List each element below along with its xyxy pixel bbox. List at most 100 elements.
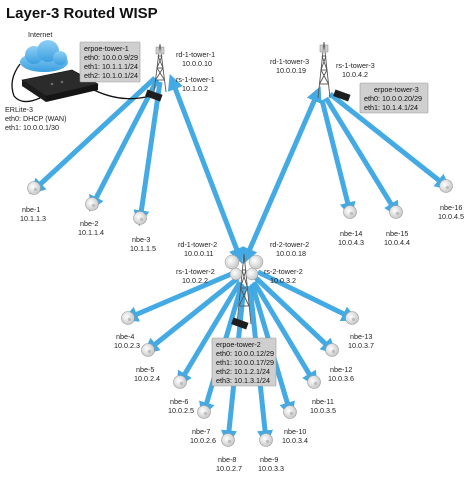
client-ip: 10.0.3.7 xyxy=(348,341,374,350)
svg-text:eth3: 10.1.3.1/24: eth3: 10.1.3.1/24 xyxy=(216,376,270,385)
svg-text:rs-2-tower-2: rs-2-tower-2 xyxy=(264,267,303,276)
client-nbe-3: nbe-310.1.1.5 xyxy=(130,211,156,253)
client-ip: 10.0.3.6 xyxy=(328,374,354,383)
client-name: nbe-1 xyxy=(22,205,40,214)
client-ip: 10.0.2.7 xyxy=(216,464,242,473)
internet-cloud-icon xyxy=(20,40,68,72)
dish-feed-icon xyxy=(91,203,96,208)
svg-text:eth2: 10.1.2.1/24: eth2: 10.1.2.1/24 xyxy=(216,367,270,376)
dish-antenna-icon xyxy=(345,311,359,325)
svg-text:eth0: 10.0.0.20/29: eth0: 10.0.0.20/29 xyxy=(364,94,422,103)
dish-antenna-icon xyxy=(389,205,403,219)
dish-feed-icon xyxy=(289,411,294,416)
client-ip: 10.0.4.5 xyxy=(438,212,464,221)
svg-text:eth0: DHCP (WAN): eth0: DHCP (WAN) xyxy=(5,114,67,123)
router-icon xyxy=(21,69,99,102)
svg-text:eth1: 10.1.4.1/24: eth1: 10.1.4.1/24 xyxy=(364,103,418,112)
svg-text:rd-1-tower-1: rd-1-tower-1 xyxy=(176,50,215,59)
client-ip: 10.0.3.3 xyxy=(258,464,284,473)
erpoe-tower-1-device-icon xyxy=(145,89,163,102)
client-name: nbe-15 xyxy=(386,229,408,238)
client-name: nbe-12 xyxy=(330,365,352,374)
dish-feed-icon xyxy=(265,439,270,444)
client-name: nbe-6 xyxy=(170,397,188,406)
dish-antenna-icon xyxy=(307,375,321,389)
dish-antenna-icon xyxy=(283,405,297,419)
client-nbe-5: nbe-510.0.2.4 xyxy=(134,343,160,383)
erpoe-tower-2-box: erpoe-tower-2 eth0: 10.0.0.12/29 eth1: 1… xyxy=(211,337,277,387)
svg-text:rd-1-tower-3: rd-1-tower-3 xyxy=(270,57,309,66)
client-dishes: nbe-110.1.1.3nbe-210.1.1.4nbe-310.1.1.5n… xyxy=(20,179,464,473)
client-ip: 10.0.2.6 xyxy=(190,436,216,445)
erlite-info: ERLite-3 eth0: DHCP (WAN) eth1: 10.0.0.1… xyxy=(5,105,67,132)
dish-feed-icon xyxy=(331,349,336,354)
svg-text:eth1: 10.1.1.1/24: eth1: 10.1.1.1/24 xyxy=(84,62,138,71)
dish-antenna-icon xyxy=(133,211,147,225)
tower-1-icon xyxy=(153,43,167,93)
client-ip: 10.1.1.4 xyxy=(78,228,104,237)
client-name: nbe-2 xyxy=(80,219,98,228)
svg-text:10.0.0.19: 10.0.0.19 xyxy=(276,66,306,75)
dish-antenna-icon xyxy=(343,205,357,219)
dish-antenna-icon xyxy=(439,179,453,193)
tower-3-icon xyxy=(317,41,331,99)
client-ip: 10.0.4.3 xyxy=(338,238,364,247)
dish-feed-icon xyxy=(203,411,208,416)
svg-text:erpoe-tower-2: erpoe-tower-2 xyxy=(216,340,261,349)
dish-feed-icon xyxy=(127,317,132,322)
dish-feed-icon xyxy=(351,317,356,322)
svg-text:eth1: 10.0.0.1/30: eth1: 10.0.0.1/30 xyxy=(5,123,59,132)
svg-text:eth0: 10.0.0.9/29: eth0: 10.0.0.9/29 xyxy=(84,53,138,62)
client-nbe-4: nbe-410.0.2.3 xyxy=(114,311,140,350)
client-ip: 10.0.2.3 xyxy=(114,341,140,350)
svg-text:rd-1-tower-2: rd-1-tower-2 xyxy=(178,240,217,249)
tower-2-radio-labels: rd-1-tower-2 10.0.0.11 rd-2-tower-2 10.0… xyxy=(176,240,309,285)
svg-text:10.0.4.2: 10.0.4.2 xyxy=(342,70,368,79)
svg-text:eth0: 10.0.0.12/29: eth0: 10.0.0.12/29 xyxy=(216,349,274,358)
dish-antenna-icon xyxy=(121,311,135,325)
client-nbe-9: nbe-910.0.3.3 xyxy=(258,433,284,473)
client-name: nbe-7 xyxy=(192,427,210,436)
dish-antenna-icon xyxy=(85,197,99,211)
dish-feed-icon xyxy=(147,349,152,354)
tower-2-icon xyxy=(236,253,252,325)
dish-antenna-icon xyxy=(141,343,155,357)
svg-text:rd-2-tower-2: rd-2-tower-2 xyxy=(270,240,309,249)
erpoe-tower-2-device-icon xyxy=(231,317,249,330)
wan-cable xyxy=(11,63,41,103)
client-name: nbe-11 xyxy=(312,397,334,406)
dish-feed-icon xyxy=(349,211,354,216)
tower-2-sector-dishes xyxy=(224,254,264,281)
svg-text:rs-1-tower-1: rs-1-tower-1 xyxy=(176,75,215,84)
dish-feed-icon xyxy=(395,211,400,216)
client-name: nbe-14 xyxy=(340,229,362,238)
dish-feed-icon xyxy=(313,381,318,386)
dish-antenna-icon xyxy=(325,343,339,357)
client-name: nbe-13 xyxy=(350,332,372,341)
client-name: nbe-9 xyxy=(260,455,278,464)
svg-text:rs-1-tower-3: rs-1-tower-3 xyxy=(336,61,375,70)
client-nbe-6: nbe-610.0.2.5 xyxy=(168,375,194,415)
dish-feed-icon xyxy=(227,439,232,444)
client-ip: 10.0.4.4 xyxy=(384,238,410,247)
client-ip: 10.0.3.5 xyxy=(310,406,336,415)
client-ip: 10.0.2.5 xyxy=(168,406,194,415)
svg-text:10.0.2.2: 10.0.2.2 xyxy=(182,276,208,285)
client-nbe-2: nbe-210.1.1.4 xyxy=(78,197,104,237)
client-ip: 10.1.1.5 xyxy=(130,244,156,253)
client-name: nbe-3 xyxy=(132,235,150,244)
svg-text:10.0.0.18: 10.0.0.18 xyxy=(276,249,306,258)
dish-feed-icon xyxy=(33,187,38,192)
dish-antenna-icon xyxy=(27,181,41,195)
tower-3-radio-labels: rd-1-tower-3 10.0.0.19 rs-1-tower-3 10.0… xyxy=(270,57,375,79)
svg-text:erpoe-tower-1: erpoe-tower-1 xyxy=(84,44,129,53)
tower-1-radio-labels: rd-1-tower-1 10.0.0.10 rs-1-tower-1 10.1… xyxy=(176,50,215,93)
client-ip: 10.0.2.4 xyxy=(134,374,160,383)
erpoe-tower-3-box: erpoe-tower-3 eth0: 10.0.0.20/29 eth1: 1… xyxy=(359,82,429,114)
client-name: nbe-10 xyxy=(284,427,306,436)
client-name: nbe-5 xyxy=(136,365,154,374)
